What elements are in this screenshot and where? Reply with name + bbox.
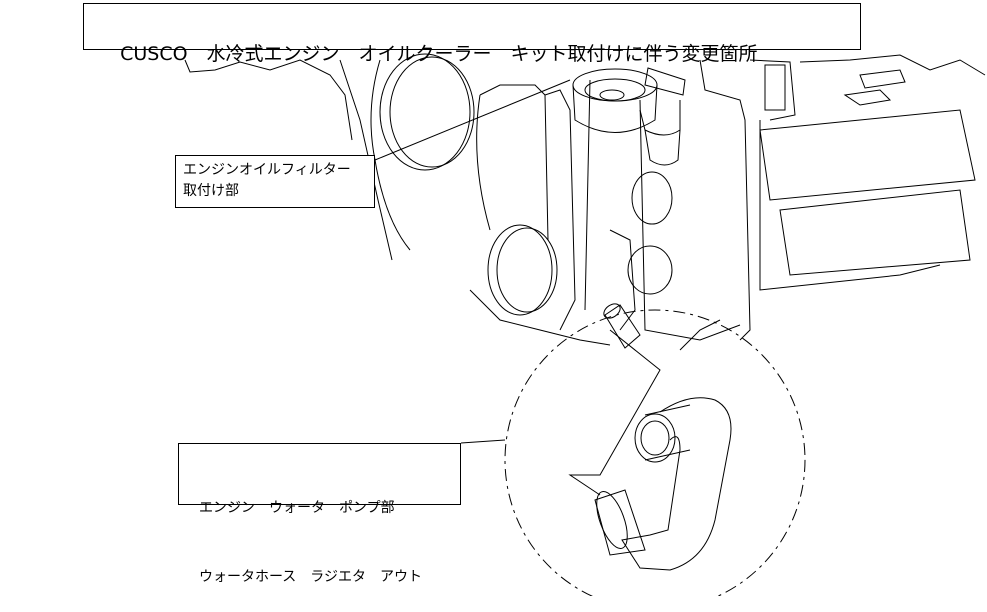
callout-water-pump: エンジン ウォータ ポンプ部 ウォータホース ラジエタ アウト (178, 443, 461, 585)
engine-line-drawing (184, 53, 986, 596)
detail-circle (504, 309, 806, 596)
callout-oil-filter-line1: エンジンオイルフィルター (183, 162, 351, 178)
title-box: CUSCO 水冷式エンジン オイルクーラー キット取付けに伴う変更箇所 (83, 3, 861, 65)
oil-filter-mount (572, 67, 686, 166)
callout-oil-filter: エンジンオイルフィルター 取付け部 (175, 155, 375, 208)
callout-water-pump-line1: エンジン ウォータ ポンプ部 (199, 500, 395, 516)
title-text: CUSCO 水冷式エンジン オイルクーラー キット取付けに伴う変更箇所 (120, 43, 758, 65)
water-pump-outlet (603, 303, 641, 349)
leader-lines (374, 79, 661, 496)
radiator-hose (594, 397, 732, 571)
engine-block (184, 53, 986, 351)
callout-oil-filter-line2: 取付け部 (183, 183, 239, 199)
callout-water-pump-line2: ウォータホース ラジエタ アウト (199, 569, 423, 585)
